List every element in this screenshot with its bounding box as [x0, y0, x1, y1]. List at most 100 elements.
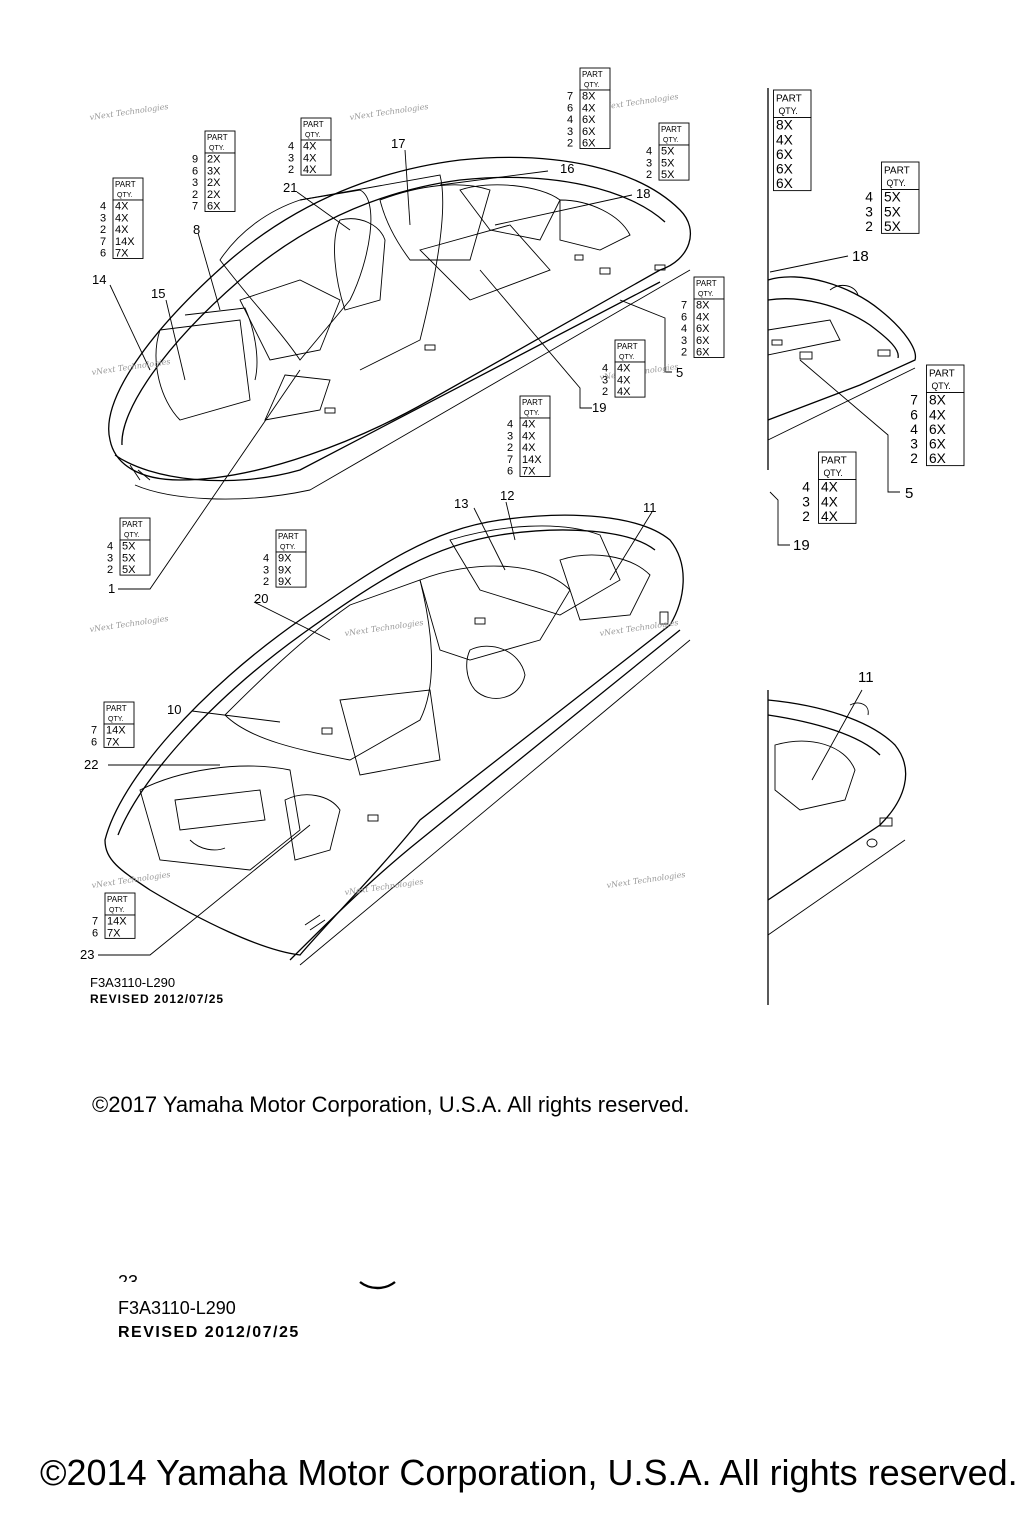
part-row-number: 6: [100, 248, 106, 260]
callout-5: 5: [676, 365, 683, 380]
qty-label: QTY.: [524, 410, 539, 417]
part-row-qty: 9X: [278, 576, 292, 588]
watermark-text: vNext Technologies: [599, 92, 679, 112]
part-row-qty: 4X: [696, 311, 710, 323]
part-row-qty: 5X: [884, 204, 901, 219]
part-row-number: 2: [107, 564, 113, 576]
part-row-number: 2: [100, 224, 106, 236]
fragment-marks: [359, 1281, 396, 1290]
part-row-number: 2: [802, 509, 810, 524]
part-table-body: [614, 361, 646, 398]
callout-11: 11: [643, 500, 657, 515]
part-row-number: 4: [910, 422, 918, 437]
part-row-number: 4: [602, 363, 608, 375]
part-table-header: [881, 161, 920, 190]
part-row-qty: 4X: [776, 132, 793, 147]
part-table-body: [104, 914, 136, 939]
watermark-text: vNext Technologies: [89, 614, 169, 634]
part-row-number: 3: [865, 204, 873, 219]
callout-19: 19: [592, 400, 606, 415]
part-table-body: [204, 152, 236, 212]
part-row-qty: 4X: [303, 141, 317, 153]
callout-21: 21: [283, 180, 297, 195]
part-row-number: 7: [681, 300, 687, 312]
part-row-number: 3: [646, 157, 652, 169]
part-row-number: 2: [192, 189, 198, 201]
revised-date-1: REVISED 2012/07/25: [90, 992, 225, 1006]
part-label: PART: [696, 279, 717, 288]
part-row-number: 7: [192, 201, 198, 213]
part-table-header: [773, 89, 812, 118]
part-row-qty: 4X: [522, 430, 536, 442]
callout-23: 23: [80, 947, 94, 962]
part-label: PART: [582, 70, 603, 79]
part-row-qty: 5X: [122, 552, 136, 564]
watermark-text: vNext Technologies: [344, 618, 424, 638]
part-row-number: 4: [263, 553, 269, 565]
part-label: PART: [106, 704, 127, 713]
part-row-number: 6: [681, 311, 687, 323]
part-row-qty: 4X: [115, 201, 129, 213]
qty-label: QTY.: [779, 106, 798, 116]
callout-18: 18: [636, 186, 650, 201]
part-label: PART: [661, 125, 682, 134]
part-row-number: 2: [681, 347, 687, 359]
qty-label: QTY.: [124, 532, 139, 539]
qty-label: QTY.: [663, 137, 678, 144]
part-row-number: 3: [263, 564, 269, 576]
qty-label: QTY.: [108, 716, 123, 723]
part-row-qty: 5X: [661, 169, 675, 181]
part-row-qty: 8X: [582, 91, 596, 103]
part-table-body: [773, 117, 812, 192]
part-row-qty: 6X: [776, 147, 793, 162]
part-row-number: 2: [507, 442, 513, 454]
part-row-number: 2: [646, 169, 652, 181]
part-row-number: 4: [865, 190, 873, 205]
part-row-number: 2: [567, 138, 573, 150]
callout-22: 22: [84, 757, 98, 772]
qty-label: QTY.: [619, 354, 634, 361]
zoom-callout-5: 5: [905, 485, 913, 502]
callout-20: 20: [254, 591, 268, 606]
part-label: PART: [929, 368, 955, 379]
part-row-qty: 14X: [522, 454, 542, 466]
part-label: PART: [884, 165, 910, 176]
drawing-code-2: F3A3110-L290: [118, 1298, 236, 1318]
part-row-qty: 6X: [582, 138, 596, 150]
part-row-qty: 3X: [207, 165, 221, 177]
part-row-number: 4: [646, 146, 652, 158]
part-label: PART: [617, 342, 638, 351]
revised-date-2: REVISED 2012/07/25: [118, 1324, 300, 1341]
part-row-number: 7: [910, 393, 918, 408]
part-row-number: 3: [567, 126, 573, 138]
part-row-qty: 8X: [929, 393, 946, 408]
part-tables: PART QTY. 7 8X 6 4X 4 6X 3 6X 2 6X PART QTY. 4 5X 3 5X 2 5X…: [91, 67, 965, 939]
part-row-number: 4: [107, 541, 113, 553]
watermark-text: vNext Technologies: [91, 870, 171, 890]
part-row-qty: 6X: [207, 201, 221, 213]
part-row-qty: 14X: [115, 236, 135, 248]
part-row-number: 4: [507, 419, 513, 431]
callout-16: 16: [560, 161, 574, 176]
part-row-qty: 6X: [776, 176, 793, 191]
part-row-qty: 14X: [106, 725, 126, 737]
part-row-qty: 4X: [303, 164, 317, 176]
callout-10: 10: [167, 702, 181, 717]
callout-8: 8: [193, 222, 200, 237]
part-row-qty: 6X: [582, 114, 596, 126]
part-row-qty: 5X: [661, 157, 675, 169]
callout-14: 14: [92, 272, 106, 287]
watermark-text: vNext Technologies: [344, 877, 424, 897]
part-table-body: [693, 298, 725, 358]
zoom-callout-11: 11: [858, 669, 874, 686]
watermark-text: vNext Technologies: [349, 102, 429, 122]
part-row-number: 7: [91, 725, 97, 737]
part-row-number: 3: [192, 177, 198, 189]
upper-boat-drawing: [108, 156, 691, 500]
part-row-number: 7: [567, 91, 573, 103]
